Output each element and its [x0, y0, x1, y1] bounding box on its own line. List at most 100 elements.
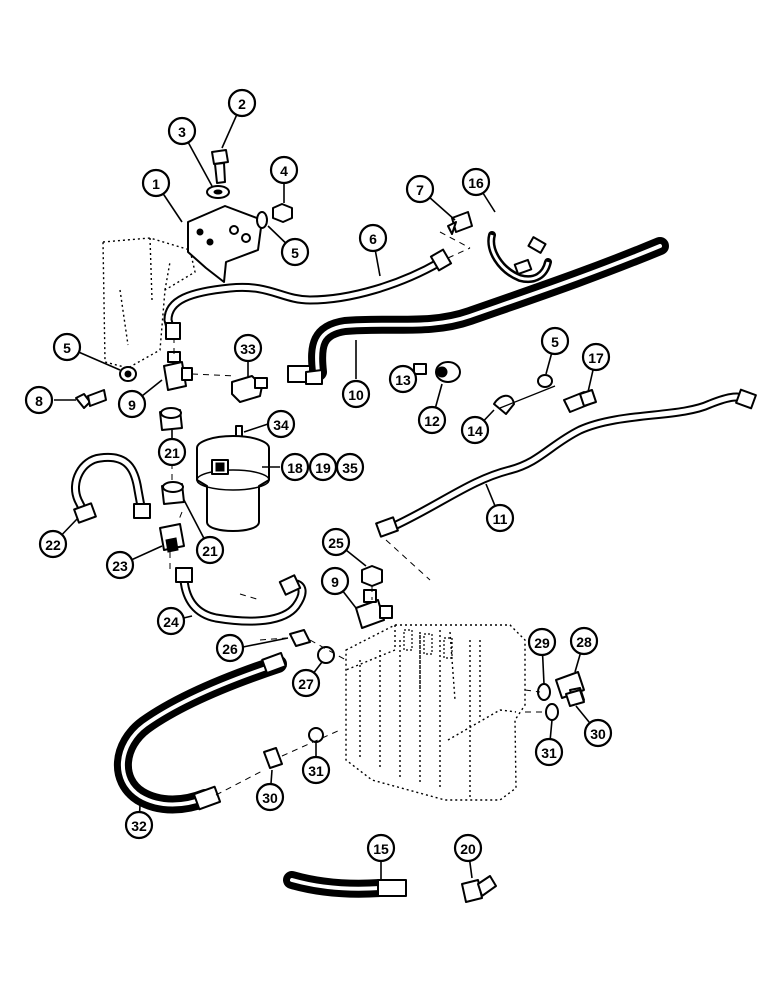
callout-circle	[388, 364, 418, 394]
callout-23: 23	[105, 550, 135, 580]
callout-circle	[335, 452, 365, 482]
callout-label: 11	[493, 511, 508, 527]
callout-label: 33	[240, 341, 256, 357]
callout-label: 28	[576, 634, 592, 650]
callout-circle	[321, 527, 351, 557]
callout-circle	[255, 782, 285, 812]
callout-11: 11	[485, 503, 515, 533]
callout-label: 32	[131, 818, 147, 834]
callout-circle	[453, 833, 483, 863]
callout-circle	[291, 668, 321, 698]
fitting-part-12	[435, 361, 461, 383]
callout-21: 21	[195, 535, 225, 565]
callout-label: 6	[369, 231, 377, 247]
callout-circle	[569, 626, 599, 656]
sender-part-23	[159, 523, 185, 553]
tee-fitting-part-9-upper	[163, 351, 193, 391]
callout-label: 26	[222, 641, 238, 657]
callout-circle	[167, 116, 197, 146]
callout-label: 27	[298, 676, 314, 692]
filter-assembly-part-18	[196, 435, 270, 532]
callout-32: 32	[124, 810, 154, 840]
callout-label: 34	[273, 417, 289, 433]
callout-16: 16	[461, 167, 491, 197]
callout-circle	[227, 88, 257, 118]
bolt-part-8	[75, 389, 107, 409]
callout-circle	[527, 627, 557, 657]
callout-label: 1	[152, 176, 160, 192]
callout-label: 10	[348, 387, 364, 403]
washer-part-5-right	[537, 374, 553, 388]
callout-label: 23	[112, 558, 128, 574]
callout-34: 34	[266, 409, 296, 439]
o-ring-part-31-right	[545, 703, 559, 721]
callout-13: 13	[388, 364, 418, 394]
callout-label: 21	[164, 445, 180, 461]
clamp-part-16	[487, 231, 552, 284]
callout-29: 29	[527, 627, 557, 657]
callout-28: 28	[569, 626, 599, 656]
callout-24: 24	[156, 606, 186, 636]
callout-label: 30	[262, 790, 278, 806]
callout-21: 21	[157, 437, 187, 467]
callout-circle	[141, 168, 171, 198]
hose-part-10	[287, 237, 669, 385]
washer-part-5-top	[256, 211, 268, 229]
callout-6: 6	[358, 223, 388, 253]
callout-label: 30	[590, 726, 606, 742]
fitting-part-20	[461, 875, 497, 903]
callout-15: 15	[366, 833, 396, 863]
callout-10: 10	[341, 379, 371, 409]
callout-26: 26	[215, 633, 245, 663]
callout-31: 31	[534, 737, 564, 767]
adapter-part-21-lower	[161, 481, 185, 505]
callout-circle	[405, 174, 435, 204]
callout-30: 30	[583, 718, 613, 748]
callout-circle	[320, 566, 350, 596]
callout-circle	[52, 332, 82, 362]
callout-circle	[195, 535, 225, 565]
callout-label: 7	[416, 182, 424, 198]
callout-circle	[266, 409, 296, 439]
callout-label: 14	[467, 423, 483, 439]
callout-8: 8	[24, 385, 54, 415]
callout-19: 19	[308, 452, 338, 482]
callout-circle	[540, 326, 570, 356]
callout-5: 5	[540, 326, 570, 356]
clamp-part-14	[493, 385, 556, 415]
tube-part-22	[71, 452, 151, 524]
o-ring-part-27	[317, 646, 335, 664]
o-ring-part-31-left	[308, 727, 324, 743]
callout-circle	[581, 342, 611, 372]
bolt-part-17	[563, 389, 597, 413]
callout-17: 17	[581, 342, 611, 372]
callout-33: 33	[233, 333, 263, 363]
callout-circle	[417, 405, 447, 435]
callout-label: 21	[202, 543, 218, 559]
tube-part-6	[163, 248, 453, 340]
callout-label: 16	[468, 175, 484, 191]
bolt-part-2	[211, 149, 229, 184]
callout-label: 15	[373, 841, 389, 857]
callout-circle	[24, 385, 54, 415]
callout-circle	[269, 155, 299, 185]
callout-label: 5	[63, 340, 71, 356]
bracket-part-1	[187, 205, 263, 283]
callout-circle	[233, 333, 263, 363]
callout-label: 17	[588, 350, 604, 366]
callout-circle	[280, 452, 310, 482]
callout-circle	[461, 167, 491, 197]
callout-circle	[341, 379, 371, 409]
callout-14: 14	[460, 415, 490, 445]
callout-9: 9	[320, 566, 350, 596]
callout-label: 2	[238, 96, 246, 112]
callout-9: 9	[117, 389, 147, 419]
callout-label: 19	[315, 460, 331, 476]
callout-31: 31	[301, 755, 331, 785]
callout-7: 7	[405, 174, 435, 204]
callout-label: 25	[328, 535, 344, 551]
callout-30: 30	[255, 782, 285, 812]
callout-12: 12	[417, 405, 447, 435]
callout-4: 4	[269, 155, 299, 185]
